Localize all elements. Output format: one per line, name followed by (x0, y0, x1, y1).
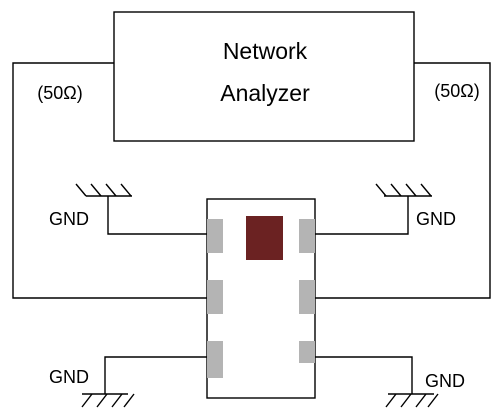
pad-right-top (299, 219, 315, 253)
gnd-bottom-left (81, 356, 207, 408)
gnd-top-left (75, 183, 207, 235)
pad-right-middle (299, 280, 315, 314)
gnd-bottom-right (315, 356, 439, 408)
left-port-impedance-label: (50Ω) (37, 83, 82, 103)
gnd-top-right (315, 183, 432, 235)
right-port-impedance-label: (50Ω) (434, 81, 479, 101)
pad-left-middle (207, 280, 223, 314)
pad-right-bottom (299, 341, 315, 363)
gnd-top-left-wire (107, 196, 207, 235)
right-signal-wire (315, 62, 491, 299)
gnd-bottom-left-label: GND (49, 367, 89, 387)
gnd-bottom-left-wire (104, 356, 207, 394)
pad-left-bottom (207, 341, 223, 378)
gnd-bottom-right-wire (315, 356, 413, 394)
gnd-top-right-wire (315, 196, 409, 235)
left-signal-wire (12, 62, 207, 299)
analyzer-title-line2: Analyzer (220, 80, 310, 106)
gnd-bottom-right-label: GND (425, 371, 465, 391)
dut-die (246, 216, 283, 260)
network-analyzer-box (113, 11, 415, 142)
gnd-top-left-label: GND (49, 209, 89, 229)
analyzer-title-line1: Network (223, 38, 308, 64)
gnd-top-right-label: GND (416, 209, 456, 229)
pad-left-top (207, 219, 223, 253)
